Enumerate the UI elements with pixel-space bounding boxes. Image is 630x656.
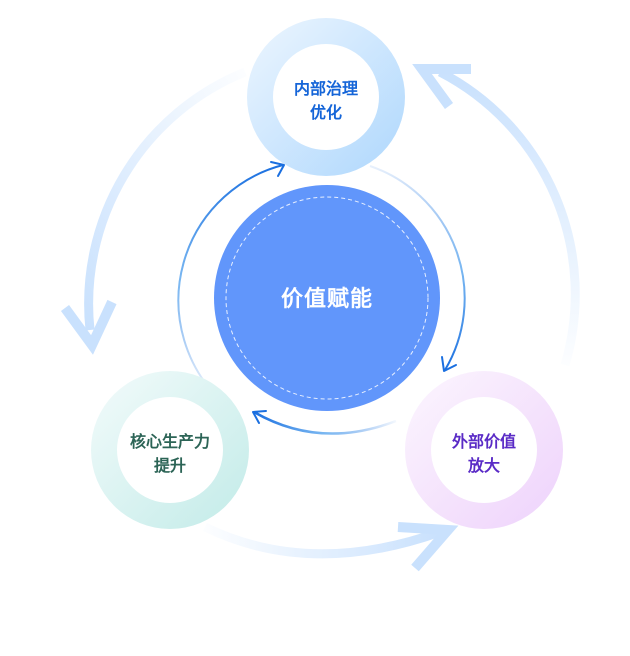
inner-arrowhead-right-icon <box>441 356 457 372</box>
node-left-label-line1: 核心生产力 <box>130 432 210 451</box>
center-circle <box>214 185 440 411</box>
node-left-inner <box>117 397 223 503</box>
node-right-inner <box>431 397 537 503</box>
outer-arrow-top-to-left <box>84 67 247 331</box>
outer-arrow-right-to-top <box>437 68 580 367</box>
outer-arrowhead-left-icon <box>60 299 117 355</box>
outer-arrowhead-right-icon <box>397 522 459 572</box>
node-right-label-line2: 放大 <box>467 456 500 475</box>
node-right-label-line1: 外部价值 <box>451 432 516 451</box>
node-top-inner <box>273 44 379 150</box>
center-label: 价值赋能 <box>281 286 373 312</box>
node-top-label-line1: 内部治理 <box>294 79 358 98</box>
inner-arrow-top-to-right <box>369 165 466 371</box>
center-node: 价值赋能 <box>214 185 440 411</box>
node-external-value: 外部价值 放大 <box>405 371 563 529</box>
outer-arrow-left-to-right <box>203 522 442 559</box>
node-core-productivity: 核心生产力 提升 <box>91 371 249 529</box>
inner-arrow-right-to-left <box>253 410 397 435</box>
inner-arrowhead-left-icon <box>252 410 267 424</box>
node-internal-governance: 内部治理 优化 <box>247 18 405 176</box>
node-top-label-line2: 优化 <box>310 103 342 122</box>
node-left-label-line2: 提升 <box>154 456 186 475</box>
inner-arrowhead-top-icon <box>270 161 285 177</box>
inner-arrow-left-to-top <box>177 164 284 399</box>
outer-arrowhead-top-icon <box>412 64 471 109</box>
center-dashed-ring <box>225 196 429 400</box>
